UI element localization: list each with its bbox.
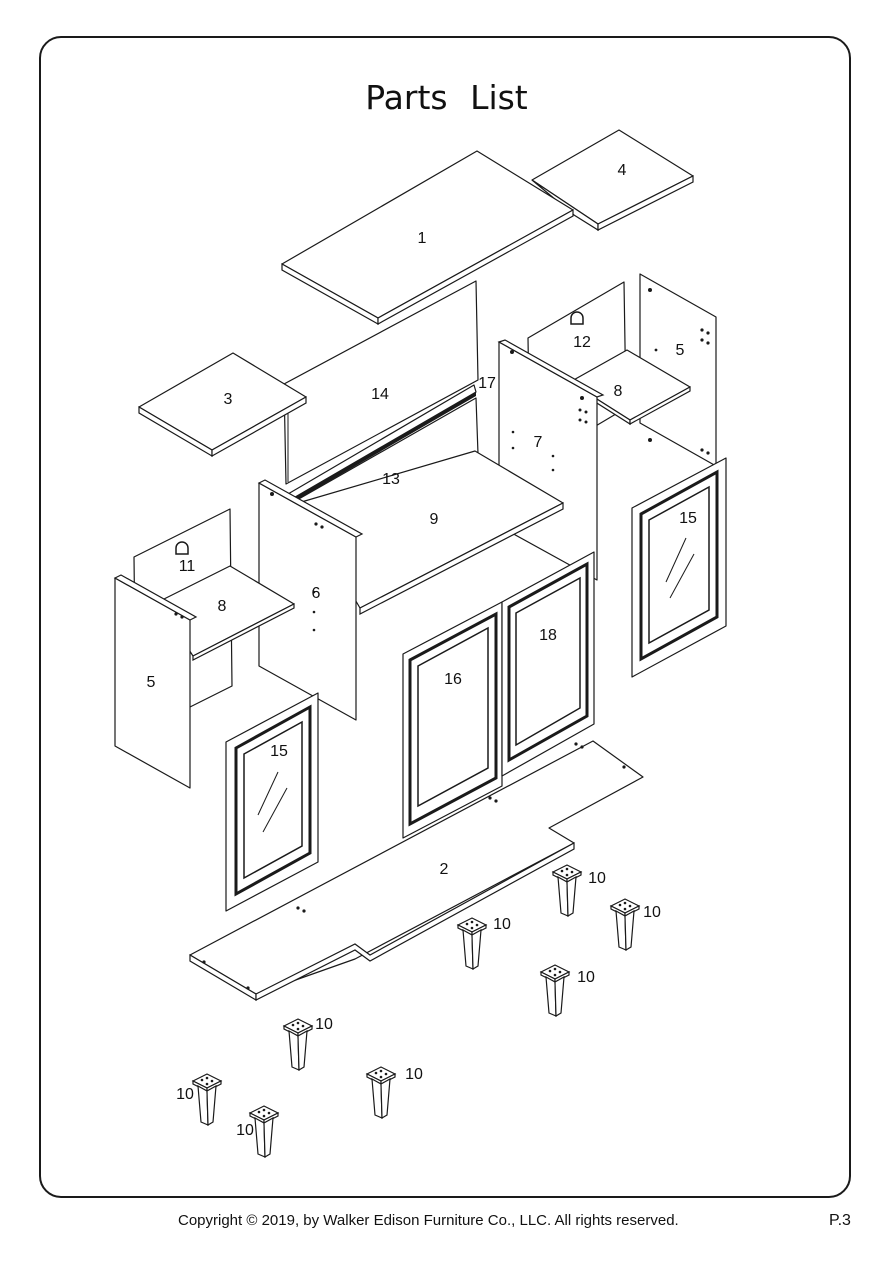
label-part-12: 12 (573, 334, 591, 351)
leg-10-a (552, 864, 582, 917)
label-part-8-left: 8 (218, 598, 227, 615)
label-part-10-d: 10 (577, 969, 595, 986)
label-part-5-right: 5 (676, 342, 685, 359)
part-5-left-side-panel (113, 574, 198, 789)
leg-10-c (457, 917, 487, 970)
part-15-right-glass-door (631, 457, 727, 678)
part-6-divider-panel (257, 479, 364, 721)
label-part-5-left: 5 (147, 674, 156, 691)
label-part-10-a: 10 (588, 870, 606, 887)
page-title: Parts List (365, 78, 528, 117)
label-part-18: 18 (539, 627, 557, 644)
part-1-top-panel (281, 150, 574, 326)
leg-10-g (192, 1073, 222, 1126)
label-part-15-right: 15 (679, 510, 697, 527)
part-8-left-shelf (157, 565, 295, 661)
page-number: P.3 (829, 1212, 851, 1229)
leg-10-f (366, 1066, 396, 1119)
part-18-door (501, 551, 595, 777)
part-16-door (402, 601, 503, 839)
leg-10-d (540, 964, 570, 1017)
label-part-13: 13 (382, 471, 400, 488)
label-part-15-left: 15 (270, 743, 288, 760)
label-part-1: 1 (418, 230, 427, 247)
leg-10-h (249, 1105, 279, 1158)
label-part-10-g: 10 (176, 1086, 194, 1103)
label-part-11: 11 (179, 558, 196, 575)
label-part-4: 4 (618, 162, 627, 179)
label-part-2: 2 (440, 861, 449, 878)
part-3-panel (138, 352, 307, 458)
label-part-14: 14 (371, 386, 389, 403)
page-border (39, 36, 851, 1198)
label-part-8-right: 8 (614, 383, 623, 400)
label-part-7: 7 (534, 434, 543, 451)
part-2-bottom-panel (189, 740, 644, 1002)
leg-10-e (283, 1018, 313, 1071)
label-part-10-f: 10 (405, 1066, 423, 1083)
label-part-10-c: 10 (493, 916, 511, 933)
label-part-16: 16 (444, 671, 462, 688)
label-part-6: 6 (312, 585, 321, 602)
part-15-left-glass-door (225, 692, 319, 912)
copyright-notice: Copyright © 2019, by Walker Edison Furni… (178, 1212, 679, 1229)
label-part-3: 3 (224, 391, 233, 408)
label-part-10-b: 10 (643, 904, 661, 921)
label-part-9: 9 (430, 511, 439, 528)
leg-10-b (610, 898, 640, 951)
label-part-10-h: 10 (236, 1122, 254, 1139)
label-part-17: 17 (478, 375, 496, 392)
label-part-10-e: 10 (315, 1016, 333, 1033)
